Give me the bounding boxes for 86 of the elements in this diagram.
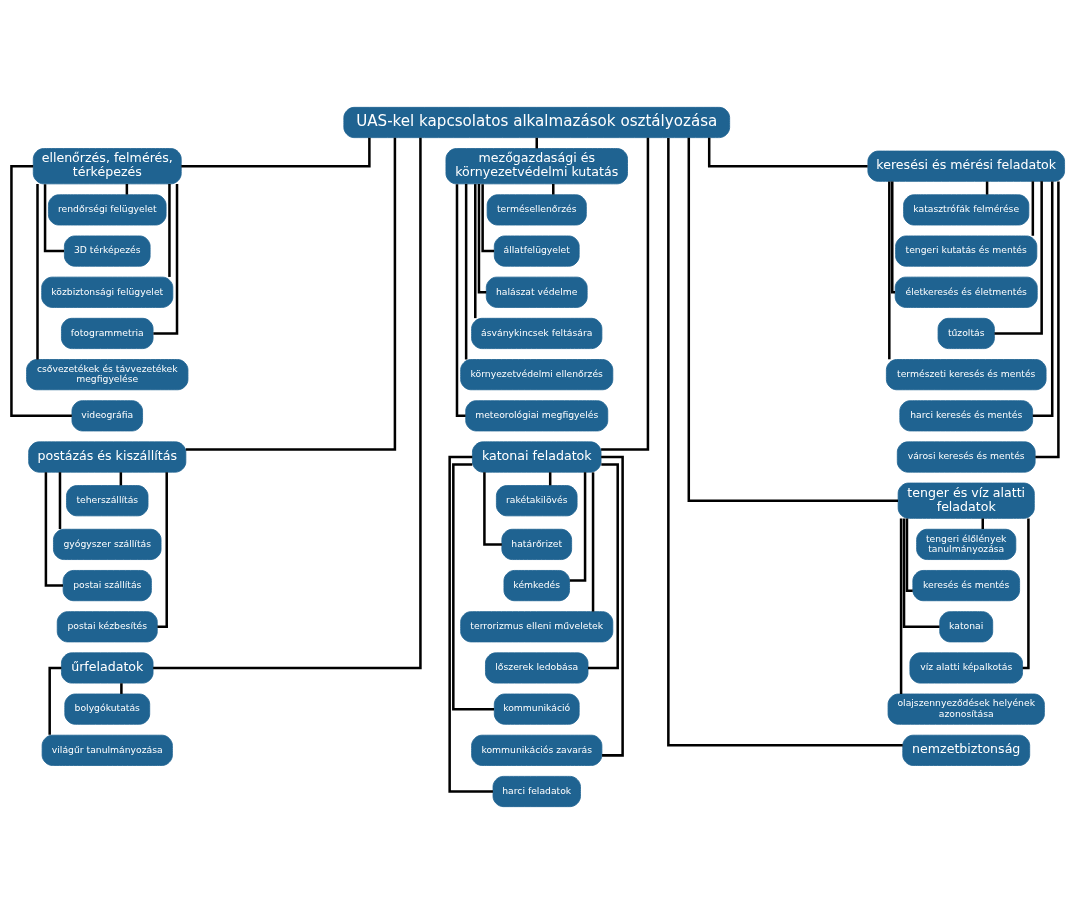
node-box: lőszerek ledobása xyxy=(485,652,589,684)
connector xyxy=(120,683,123,694)
node-box: keresés és mentés xyxy=(912,570,1020,602)
connector xyxy=(58,472,62,530)
node-box: tűzoltás xyxy=(937,317,995,349)
node-box: bolygókutatás xyxy=(64,693,151,725)
node-box: postázás és kiszállítás xyxy=(28,441,187,473)
node-box: katonai feladatok xyxy=(472,441,602,473)
connector xyxy=(464,183,468,360)
node-box: halászat védelme xyxy=(485,276,588,308)
node-box: természeti keresés és mentés xyxy=(885,359,1047,391)
node-box: nemzetbiztonság xyxy=(902,734,1031,766)
connector xyxy=(168,184,171,277)
node-box: postai szállítás xyxy=(62,570,152,602)
connector xyxy=(601,137,650,451)
connector xyxy=(981,518,984,530)
node-box: fotogrammetria xyxy=(61,317,154,349)
connector xyxy=(36,183,39,360)
connector xyxy=(448,455,493,793)
connector xyxy=(687,137,898,502)
node-box: határőrizet xyxy=(501,528,573,560)
node-box: katonai xyxy=(939,611,994,643)
node-box: katasztrófák felmérése xyxy=(903,194,1030,226)
node-box: kommunikációs zavarás xyxy=(471,734,603,766)
connector xyxy=(474,184,477,319)
node-box: gyógyszer szállítás xyxy=(53,528,162,560)
connector xyxy=(552,183,555,195)
node-box: meteorológiai megfigyelés xyxy=(465,400,609,432)
node-box: ásványkincsek feltására xyxy=(471,317,603,349)
node-box: keresési és mérési feladatok xyxy=(867,150,1065,182)
node-box: kommunikáció xyxy=(493,693,580,725)
connector xyxy=(994,181,1043,335)
node-box: terrorizmus elleni műveletek xyxy=(460,611,614,643)
connector xyxy=(899,518,903,694)
connector xyxy=(535,137,538,149)
node-box: tenger és víz alatti feladatok xyxy=(897,482,1035,519)
node-box: űrfeladatok xyxy=(61,652,154,684)
node-box: állatfelügyelet xyxy=(493,235,580,267)
connector xyxy=(10,164,72,418)
node-box: városi keresés és mentés xyxy=(896,441,1036,473)
connector xyxy=(153,184,179,335)
node-box: termésellenőrzés xyxy=(486,194,587,226)
node-box: teherszállítás xyxy=(66,485,149,517)
connector xyxy=(591,472,595,612)
node-box: tengeri kutatás és mentés xyxy=(895,235,1038,267)
connector xyxy=(452,463,495,711)
connector xyxy=(601,455,624,757)
connector xyxy=(48,666,62,735)
connector xyxy=(481,184,495,253)
connector xyxy=(588,463,619,670)
node-box: harci feladatok xyxy=(492,775,581,808)
connector xyxy=(1022,518,1030,670)
node-box: videográfia xyxy=(71,400,143,432)
connector xyxy=(455,184,466,418)
node-box: kémkedés xyxy=(503,570,570,602)
node-box: ellenőrzés, felmérés, térképezés xyxy=(32,148,182,185)
node-box: postai kézbesítés xyxy=(56,611,158,643)
node-box: harci keresés és mentés xyxy=(899,400,1034,432)
node-box: környezetvédelmi ellenőrzés xyxy=(460,359,614,391)
node-box: rakétakilövés xyxy=(495,485,578,517)
node-box: mezőgazdasági és környezetvédelmi kutatás xyxy=(445,148,628,185)
connector xyxy=(1031,181,1035,236)
connector xyxy=(181,137,371,168)
node-box: 3D térképezés xyxy=(63,235,151,267)
node-box: közbiztonsági felügyelet xyxy=(41,276,174,308)
node-box: olajszennyeződések helyének azonosítása xyxy=(887,693,1045,725)
connector xyxy=(891,181,896,294)
connector xyxy=(888,181,891,360)
node-box: tengeri élőlények tanulmányozása xyxy=(916,528,1017,560)
connector xyxy=(902,518,940,629)
node-box: rendőrségi felügyelet xyxy=(48,194,167,226)
connector xyxy=(157,472,168,629)
node-box: víz alatti képalkotás xyxy=(909,652,1023,684)
connector xyxy=(1032,181,1054,418)
node-box: csővezetékek és távvezetékek megfigyelése xyxy=(26,359,189,391)
node-box: világűr tanulmányozása xyxy=(41,734,173,766)
node-box: életkeresés és életmentés xyxy=(894,276,1038,308)
connector xyxy=(569,472,587,582)
connector xyxy=(1035,181,1060,459)
connector xyxy=(667,137,903,747)
connector xyxy=(185,137,397,451)
connector xyxy=(905,518,913,592)
connector xyxy=(153,137,422,670)
connector xyxy=(707,137,868,168)
node-box: UAS-kel kapcsolatos alkalmazások osztályozása xyxy=(343,106,731,139)
connector xyxy=(477,184,487,294)
